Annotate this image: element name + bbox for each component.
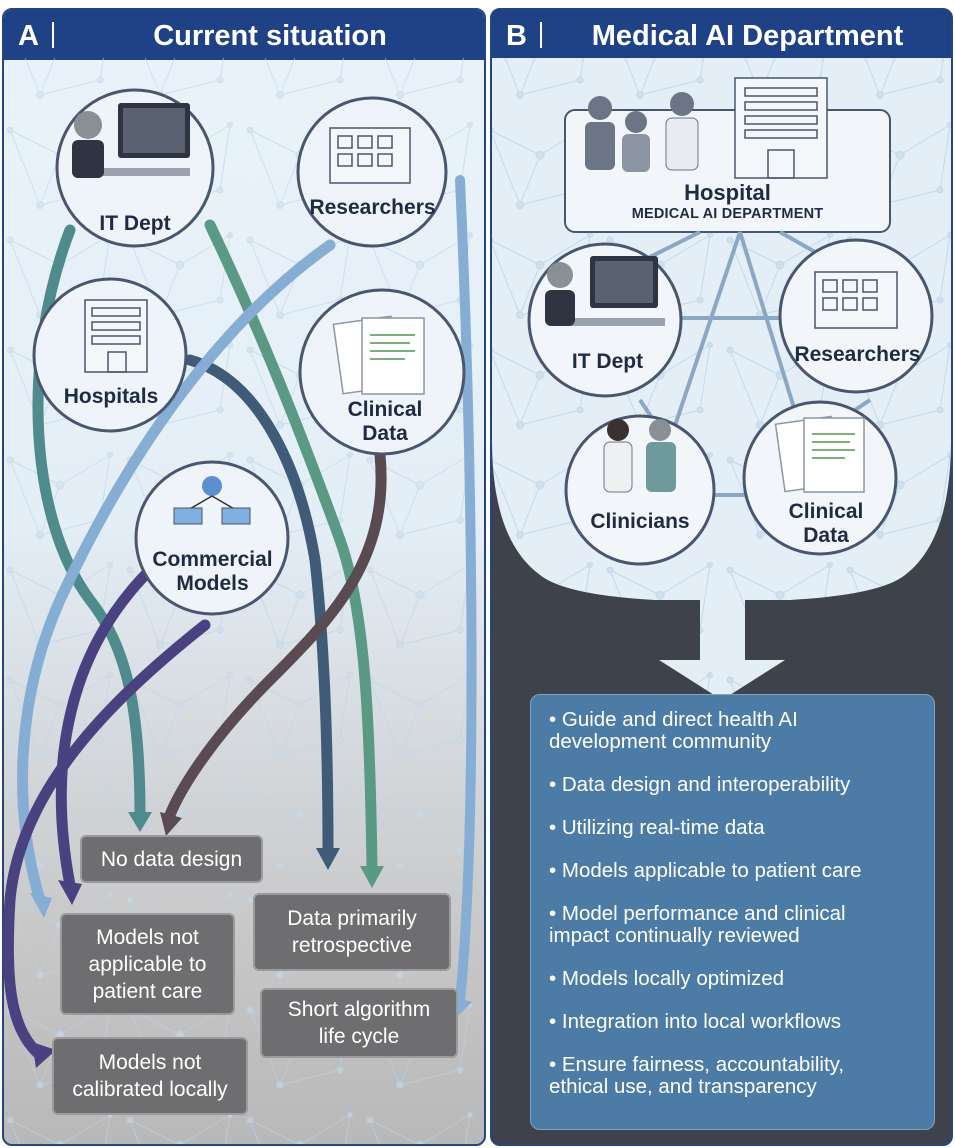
outcome-text: Models not [96, 925, 199, 949]
hospital-title: Hospital [684, 180, 771, 205]
benefit-item: • Ensure fairness, accountability,ethica… [549, 1054, 924, 1098]
hospital-building-icon [84, 299, 148, 373]
panel-b-title: Medical AI Department [591, 20, 904, 52]
panel-a-letter: A [18, 20, 39, 52]
hospital-subtitle: MEDICAL AI DEPARTMENT [631, 206, 824, 222]
outcome-not-calibrated: Models not calibrated locally [52, 1037, 248, 1115]
outcome-no-data-design: No data design [80, 835, 263, 883]
b-researchers-label: Researchers [794, 343, 921, 366]
benefit-item: • Models locally optimized [549, 968, 924, 990]
arrowhead [160, 812, 182, 836]
panel-a-header: A Current situation [4, 10, 484, 60]
benefit-item-text: development community [549, 730, 772, 753]
clinicians-icon [603, 419, 676, 493]
hospitals-label: Hospitals [63, 385, 159, 408]
outcome-short-life-cycle: Short algorithm life cycle [260, 988, 458, 1058]
outcome-text: applicable to [88, 952, 207, 976]
outcome-text: Data primarily [287, 907, 417, 930]
b-documents-icon [774, 415, 865, 493]
outcome-text: Models not [98, 1051, 202, 1074]
header-divider [52, 22, 54, 48]
benefit-item: • Data design and interoperability [549, 774, 924, 796]
staff-group-icon [585, 92, 699, 172]
header-divider [540, 22, 542, 48]
benefit-item-text: • Model performance and clinical [549, 902, 846, 925]
benefit-item: • Models applicable to patient care [549, 860, 924, 882]
arrow-researchers-to-shortcycle [455, 175, 477, 1005]
b-clinical-data-label-1: Clinical [788, 500, 864, 523]
outcome-text: No data design [100, 847, 243, 871]
arrowhead [32, 1042, 56, 1068]
outcome-not-applicable: Models not applicable to patient care [60, 913, 235, 1015]
arrowhead [128, 812, 152, 832]
arrowhead [360, 866, 384, 888]
commercial-models-node [134, 460, 290, 616]
benefit-item-text: ethical use, and transparency [549, 1075, 817, 1098]
b-research-building-icon [814, 271, 898, 329]
computer-icon [72, 103, 190, 178]
panel-b-letter: B [506, 20, 527, 52]
clinical-data-label-1: Clinical [347, 398, 423, 421]
panel-a-title: Current situation [153, 20, 387, 52]
arrow-clinical-to-nodesign [164, 449, 387, 821]
arrowhead [316, 848, 340, 870]
researchers-label: Researchers [309, 196, 436, 219]
outcome-text: Short algorithm [287, 998, 431, 1021]
outcome-text: calibrated locally [72, 1078, 228, 1101]
arrowhead [30, 893, 52, 918]
clinicians-node [564, 414, 716, 566]
documents-icon [332, 315, 425, 395]
hospital-tower-icon [734, 77, 828, 179]
benefit-item-text: • Guide and direct health AI [549, 708, 798, 731]
network-hierarchy-icon [173, 476, 251, 525]
benefit-item: • Integration into local workflows [549, 1011, 924, 1033]
benefit-item: • Utilizing real-time data [549, 817, 924, 839]
b-it-dept-label: IT Dept [571, 350, 644, 373]
arrowhead [58, 880, 82, 905]
outcome-text: patient care [92, 979, 203, 1003]
b-computer-icon [545, 256, 665, 326]
benefit-item-text: • Data design and interoperability [549, 773, 851, 796]
arrow-hospitals-to-retrospective [184, 354, 334, 856]
benefit-item-text: • Utilizing real-time data [549, 816, 765, 839]
arrow-commercial-to-notcalibrated [2, 619, 211, 1061]
clinicians-label: Clinicians [590, 510, 690, 533]
benefit-item-text: impact continually reviewed [549, 924, 800, 947]
benefit-item-text: • Models locally optimized [549, 967, 785, 990]
outcome-text: life cycle [318, 1025, 400, 1048]
b-clinical-data-label-2: Data [803, 524, 849, 547]
benefit-item-text: • Integration into local workflows [549, 1010, 842, 1033]
outcome-data-retrospective: Data primarily retrospective [253, 893, 451, 971]
research-building-icon [329, 127, 411, 184]
arrow-it-to-retrospective [204, 219, 378, 876]
commercial-models-label-2: Models [176, 572, 249, 595]
commercial-models-label-1: Commercial [152, 548, 273, 571]
benefit-item-text: • Ensure fairness, accountability, [549, 1053, 845, 1076]
it-dept-label: IT Dept [99, 212, 171, 235]
benefit-item-text: • Models applicable to patient care [549, 859, 862, 882]
arrow-researchers-to-notapplicable [17, 239, 336, 906]
panel-b-header: B Medical AI Department [492, 10, 951, 60]
clinical-data-label-2: Data [362, 422, 408, 445]
arrow-commercial-to-notapplicable [55, 564, 156, 891]
outcome-text: retrospective [291, 934, 413, 957]
